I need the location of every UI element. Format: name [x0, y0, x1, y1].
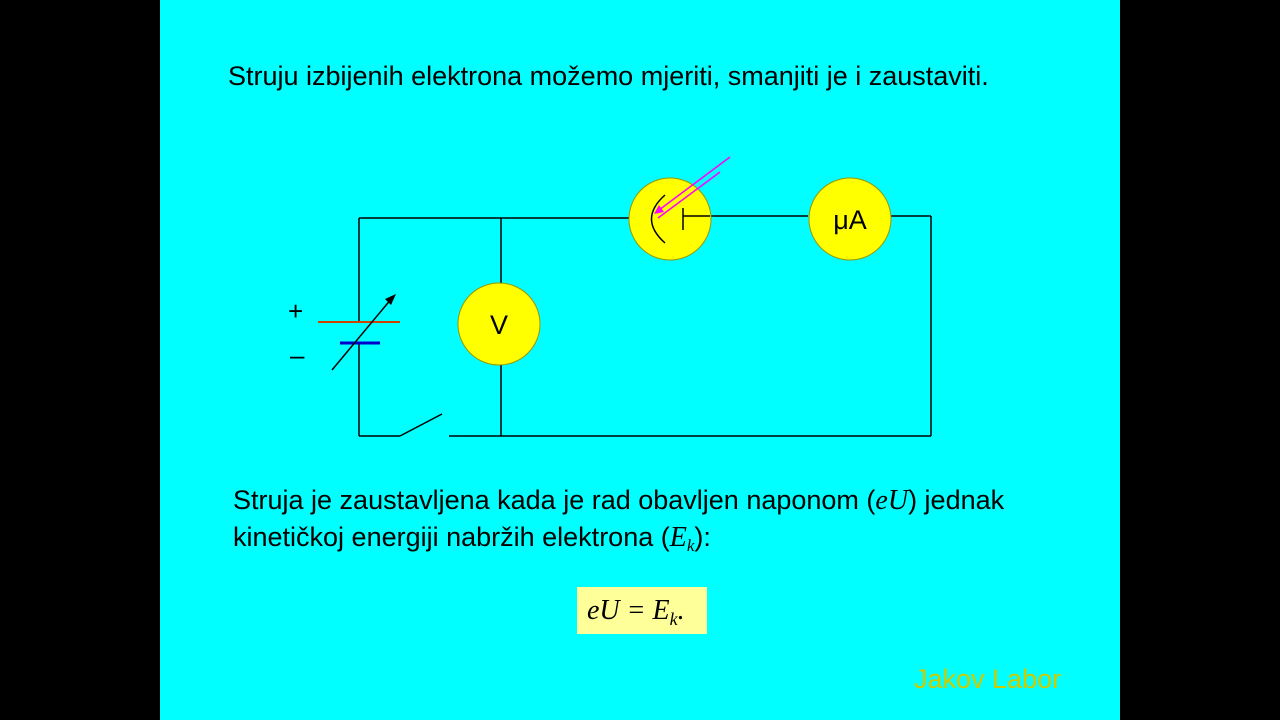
light-ray-1 [654, 156, 731, 214]
voltmeter-circle [457, 282, 541, 366]
phototube-circle [628, 177, 712, 261]
explain-part-3: ): [694, 522, 711, 552]
explain-part-2: ) jednak kinetičkoj energiji nabržih ele… [233, 485, 1005, 552]
ek-symbol: Ek [669, 522, 695, 555]
minus-sign: – [290, 340, 305, 370]
explanation-text: Struja je zaustavljena kada je rad obavl… [233, 482, 1073, 556]
author-signature: Jakov Labor [914, 664, 1062, 694]
formula-tail: . [677, 595, 685, 626]
switch-blade [399, 413, 443, 437]
intro-text: Struju izbijenih elektrona možemo mjerit… [228, 61, 989, 91]
variable-arrow [331, 297, 393, 371]
slide: Struju izbijenih elektrona možemo mjerit… [160, 0, 1120, 720]
k-subscript: k [686, 536, 695, 555]
explain-part-1: Struja je zaustavljena kada je rad obavl… [233, 485, 876, 515]
ray-arrow-icon [654, 205, 664, 214]
circuit-diagram: + – V μA [288, 156, 932, 437]
phototube-cathode [650, 194, 666, 244]
voltmeter-label: V [490, 310, 508, 340]
e-symbol: E [669, 522, 687, 553]
formula-box: eU = Ek. [577, 587, 707, 634]
eU-symbol: eU [875, 485, 909, 516]
formula-lhs: eU = E [587, 595, 670, 626]
plus-sign: + [288, 296, 303, 326]
light-ray-2 [657, 171, 721, 219]
ammeter-circle [808, 177, 892, 261]
ammeter-label: μA [833, 205, 867, 235]
arrow-head-icon [385, 294, 396, 305]
formula-subscript: k [669, 609, 678, 629]
